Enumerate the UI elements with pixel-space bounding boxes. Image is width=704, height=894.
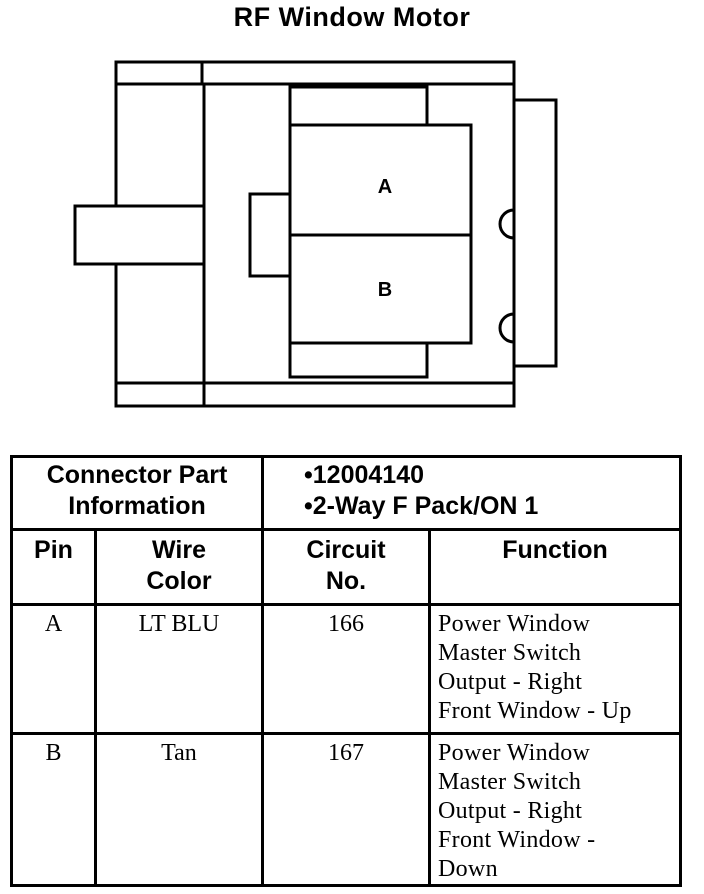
function-line: Front Window - Up xyxy=(438,698,632,724)
part-info-values: 12004140 2-Way F Pack/ON 1 xyxy=(260,455,683,531)
connector-info-table: Connector Part Information 12004140 2-Wa… xyxy=(10,455,683,887)
notch-lower xyxy=(498,312,515,344)
table-row: A LT BLU 166 Power Window Master Switch … xyxy=(10,603,683,735)
wire-color-cell: LT BLU xyxy=(94,603,264,735)
circuit-cell: 166 xyxy=(261,603,431,735)
header-circuit: Circuit No. xyxy=(261,528,431,606)
connector-face-diagram: A B xyxy=(73,60,558,408)
part-description: 2-Way F Pack/ON 1 xyxy=(304,491,679,522)
header-function: Function xyxy=(427,528,683,606)
cavity-a-label: A xyxy=(378,176,392,198)
cavity-b-label: B xyxy=(378,279,392,301)
notch-upper xyxy=(498,208,515,240)
part-info-row: Connector Part Information 12004140 2-Wa… xyxy=(10,455,683,531)
circuit-cell: 167 xyxy=(261,732,431,887)
table-row: B Tan 167 Power Window Master Switch Out… xyxy=(10,732,683,887)
header-pin: Pin xyxy=(10,528,97,606)
part-info-label: Connector Part Information xyxy=(10,455,264,531)
header-wire-color: Wire Color xyxy=(94,528,264,606)
function-cell: Power Window Master Switch Output - Righ… xyxy=(427,732,683,887)
part-number: 12004140 xyxy=(304,460,679,491)
part-info-label-line2: Information xyxy=(68,492,206,520)
part-info-label-line1: Connector Part xyxy=(46,461,228,489)
cavity-a xyxy=(288,123,473,237)
side-plate xyxy=(512,98,558,368)
pin-cell: A xyxy=(10,603,97,735)
function-line: Output - Right xyxy=(438,798,583,824)
function-line: Front Window - xyxy=(438,827,596,853)
function-line: Down xyxy=(438,856,498,882)
function-line: Power Window xyxy=(438,740,591,766)
function-line: Output - Right xyxy=(438,669,583,695)
diagram-title: RF Window Motor xyxy=(233,2,471,32)
cavity-b xyxy=(288,233,473,345)
terminal-bridge xyxy=(248,192,292,278)
function-line: Master Switch xyxy=(438,640,582,666)
function-line: Master Switch xyxy=(438,769,582,795)
wire-color-cell: Tan xyxy=(94,732,264,887)
column-header-row: Pin Wire Color Circuit No. Function xyxy=(10,528,683,606)
pin-cell: B xyxy=(10,732,97,887)
latch-tab xyxy=(73,204,206,266)
function-cell: Power Window Master Switch Output - Righ… xyxy=(427,603,683,735)
function-line: Power Window xyxy=(438,611,591,637)
